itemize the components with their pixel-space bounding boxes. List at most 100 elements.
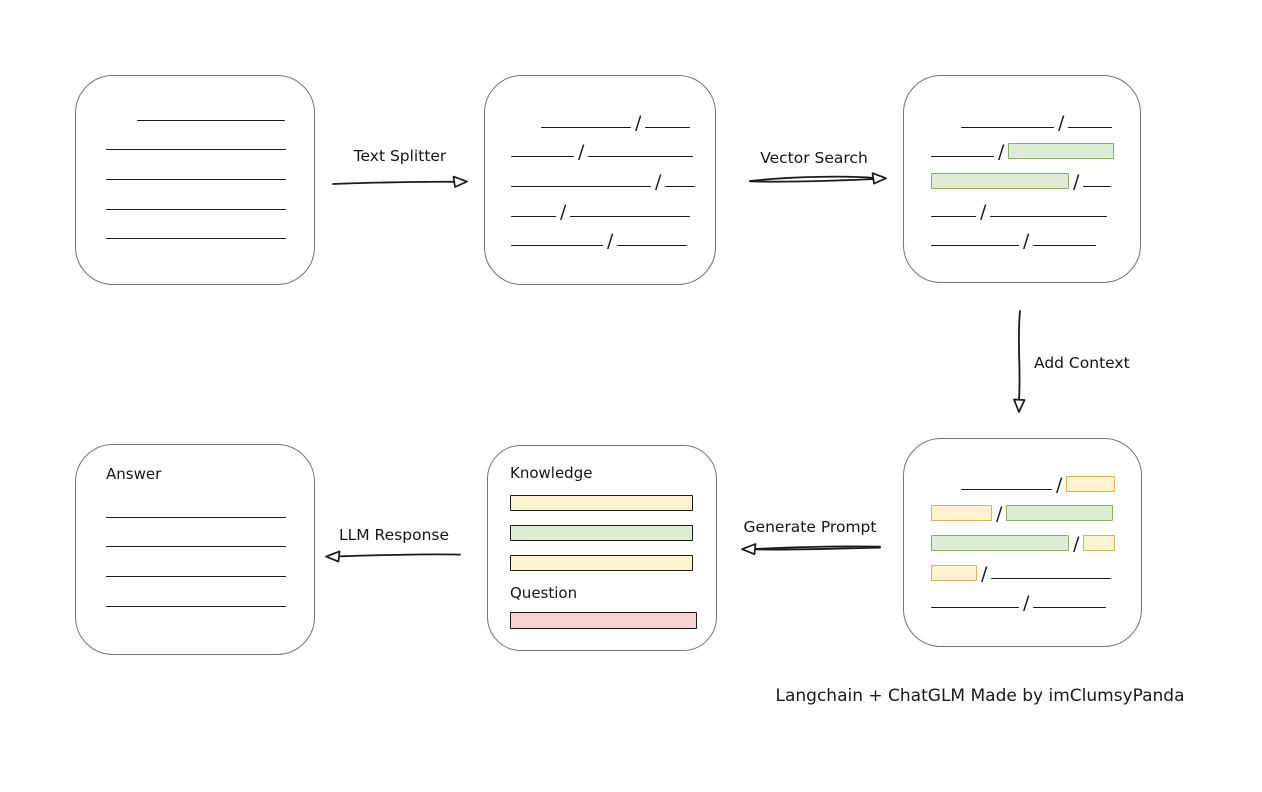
text-line	[106, 546, 286, 548]
matched-chunk-rows: /////	[931, 100, 1140, 253]
add-context-label: Add Context	[1034, 354, 1130, 372]
arrow-shaft	[749, 175, 876, 182]
llm-response-arrow	[325, 550, 461, 563]
yellow-bar	[510, 555, 693, 571]
chunk-row: /	[931, 100, 1140, 134]
green-highlight-chunk	[931, 535, 1069, 552]
question-bars	[510, 602, 716, 629]
answer-lines	[106, 490, 314, 609]
answer-box: Answer	[75, 444, 315, 655]
chunk-row: /	[511, 130, 715, 162]
text-line	[931, 607, 1019, 609]
chunk-row	[106, 490, 314, 520]
question-label: Question	[510, 584, 578, 602]
text-line	[106, 208, 286, 210]
arrow-shaft	[1017, 310, 1021, 400]
text-splitter-arrow	[332, 175, 468, 188]
text-line	[931, 156, 994, 158]
text-line	[1068, 126, 1113, 128]
chunk-row	[106, 152, 314, 182]
arrow-shaft	[338, 553, 461, 558]
arrow-shaft	[749, 178, 876, 183]
text-line	[961, 488, 1052, 490]
context-chunk-rows: /////	[931, 462, 1141, 615]
arrow-head-icon	[325, 550, 341, 563]
green-highlight-chunk	[1006, 505, 1114, 522]
yellow-bar	[510, 495, 693, 511]
text-line	[1083, 186, 1112, 188]
text-line	[511, 186, 651, 188]
text-line	[106, 605, 286, 607]
arrow-shaft	[754, 545, 881, 550]
chunk-row	[106, 520, 314, 550]
chunk-row	[106, 579, 314, 609]
slash-separator: /	[981, 562, 988, 585]
chunk-row: /	[931, 521, 1141, 554]
text-line	[511, 156, 574, 158]
vector-search-label: Vector Search	[760, 149, 868, 167]
text-line	[645, 126, 691, 128]
chunk-row: /	[511, 100, 715, 134]
text-line	[106, 516, 286, 518]
text-line	[1033, 607, 1107, 609]
slash-separator: /	[635, 111, 642, 134]
chunk-row	[106, 123, 314, 153]
chunk-row: /	[931, 462, 1141, 496]
split-chunk-rows: /////	[511, 100, 715, 251]
text-line	[991, 577, 1112, 579]
slash-separator: /	[996, 503, 1003, 526]
text-line	[106, 179, 286, 181]
arrow-head-icon	[871, 172, 887, 185]
green-bar	[510, 525, 693, 541]
chunk-row: /	[511, 159, 715, 194]
yellow-highlight-chunk	[1083, 535, 1116, 552]
add-context-arrow	[1013, 310, 1026, 413]
chunk-row: /	[931, 551, 1141, 585]
chunk-row: /	[511, 189, 715, 223]
text-line	[931, 215, 976, 217]
document-lines	[106, 93, 314, 241]
chunk-row	[106, 93, 314, 123]
chunk-row: /	[931, 219, 1140, 253]
text-line	[511, 215, 556, 217]
slash-separator: /	[655, 171, 662, 194]
chunk-row	[106, 212, 314, 242]
slash-separator: /	[998, 141, 1005, 164]
prompt-box: Knowledge Question	[487, 445, 717, 651]
slash-separator: /	[1058, 111, 1065, 134]
knowledge-label: Knowledge	[510, 464, 593, 482]
answer-label: Answer	[106, 465, 162, 483]
text-line	[1033, 245, 1097, 247]
llm-response-label: LLM Response	[338, 526, 449, 544]
chunk-row: /	[511, 219, 715, 251]
split-chunks-box: /////	[484, 75, 716, 285]
text-splitter-label: Text Splitter	[353, 147, 447, 165]
slash-separator: /	[1056, 473, 1063, 496]
chunk-row	[106, 182, 314, 212]
red-bar	[510, 612, 697, 629]
text-line	[106, 576, 286, 578]
chunk-row	[106, 549, 314, 579]
generate-prompt-arrow	[741, 543, 881, 556]
green-highlight-chunk	[1008, 143, 1115, 160]
text-line	[990, 215, 1108, 217]
matched-chunks-box: /////	[903, 75, 1141, 283]
text-line	[931, 245, 1019, 247]
document-box	[75, 75, 315, 285]
arrow-shaft	[754, 546, 881, 551]
slash-separator: /	[1023, 592, 1030, 615]
chunk-row: /	[931, 130, 1140, 164]
arrow-head-icon	[1013, 398, 1026, 413]
generate-prompt-label: Generate Prompt	[743, 518, 877, 536]
vector-search-arrow	[749, 172, 887, 185]
slash-separator: /	[980, 200, 987, 223]
context-chunks-box: /////	[903, 438, 1142, 647]
chunk-row: /	[931, 159, 1140, 192]
yellow-highlight-chunk	[931, 564, 977, 581]
slash-separator: /	[1023, 230, 1030, 253]
arrow-shaft	[332, 180, 456, 185]
slash-separator: /	[560, 200, 567, 223]
text-line	[570, 215, 691, 217]
arrow-head-icon	[741, 543, 757, 556]
